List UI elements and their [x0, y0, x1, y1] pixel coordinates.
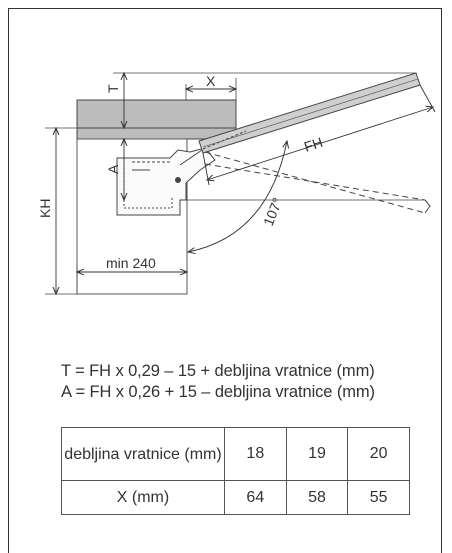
row-x-label: X (mm) — [61, 480, 225, 515]
label-a: A — [105, 164, 121, 174]
label-x: X — [206, 73, 216, 89]
label-min: min 240 — [106, 255, 156, 271]
table-row: debljina vratnice (mm) 18 19 20 — [61, 427, 410, 481]
formula-a: A = FH x 0,26 + 15 – debljina vratnice (… — [61, 383, 375, 401]
label-fh: FH — [302, 134, 325, 155]
lift-mechanism — [116, 147, 216, 216]
label-t: T — [105, 84, 121, 93]
hinge-diagram: T X A KH min 240 FH 107° — [37, 0, 436, 340]
table-row: X (mm) 64 58 55 — [61, 480, 410, 515]
angle-arc — [188, 141, 287, 252]
page-frame — [8, 8, 442, 553]
thickness-cell: 18 — [224, 427, 287, 481]
flap-dashed — [204, 151, 431, 214]
thickness-table: debljina vratnice (mm) 18 19 20 X (mm) 6… — [61, 427, 410, 515]
x-value-cell: 55 — [347, 480, 410, 515]
thickness-cell: 20 — [347, 427, 410, 481]
top-panel — [76, 99, 237, 140]
label-kh: KH — [37, 199, 53, 218]
x-value-cell: 58 — [285, 480, 349, 515]
x-value-cell: 64 — [224, 480, 287, 515]
header-thickness-label: debljina vratnice (mm) — [61, 427, 225, 481]
formula-t: T = FH x 0,29 – 15 + debljina vratnice (… — [61, 362, 375, 380]
thickness-cell: 19 — [285, 427, 349, 481]
